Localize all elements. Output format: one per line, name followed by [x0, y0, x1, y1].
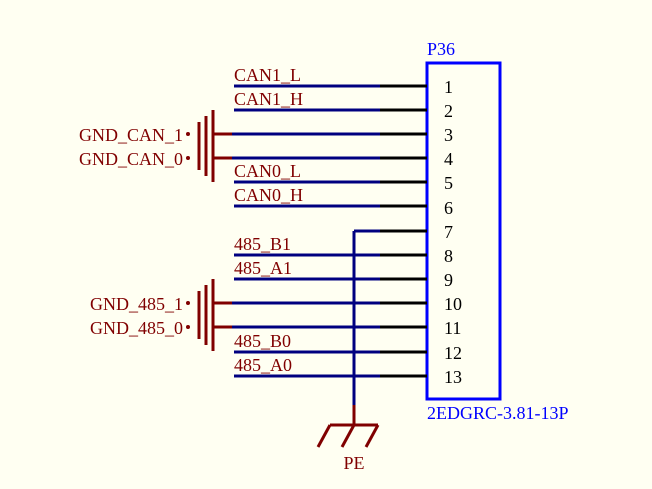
port-label-pe: PE [343, 453, 364, 473]
net-labels: CAN1_L CAN1_H CAN0_L CAN0_H 485_B1 485_A… [234, 65, 303, 375]
pin-number-7: 7 [444, 222, 453, 242]
net-label-can0-l: CAN0_L [234, 161, 301, 181]
pin-number-12: 12 [444, 343, 462, 363]
pin-number-11: 11 [444, 318, 461, 338]
gnd-can-0-dot [186, 156, 190, 160]
net-label-485-a1: 485_A1 [234, 258, 292, 278]
pin-number-2: 2 [444, 101, 453, 121]
port-label-gnd-485-1: GND_485_1 [90, 294, 183, 314]
pin-number-5: 5 [444, 173, 453, 193]
pe-earth-symbol [316, 405, 380, 448]
net-label-can1-h: CAN1_H [234, 89, 303, 109]
net-label-can0-h: CAN0_H [234, 185, 303, 205]
pin-number-6: 6 [444, 198, 453, 218]
pin-numbers: 1 2 3 4 5 6 7 8 9 10 11 12 13 [444, 77, 462, 387]
pin-number-8: 8 [444, 246, 453, 266]
gnd-485-labels: GND_485_1 GND_485_0 [90, 294, 183, 338]
connector-body[interactable] [425, 61, 502, 401]
gnd-can-0-symbol [197, 134, 232, 182]
net-label-485-b0: 485_B0 [234, 331, 291, 351]
pin-number-13: 13 [444, 367, 462, 387]
component-designator: P36 [427, 39, 455, 59]
net-label-can1-l: CAN1_L [234, 65, 301, 85]
gnd-485-1-symbol [197, 279, 232, 327]
pin-number-9: 9 [444, 270, 453, 290]
gnd-can-1-dot [186, 132, 190, 136]
port-label-gnd-485-0: GND_485_0 [90, 318, 183, 338]
pin-number-3: 3 [444, 125, 453, 145]
pin-number-1: 1 [444, 77, 453, 97]
gnd-485-1-dot [186, 301, 190, 305]
gnd-485-0-dot [186, 325, 190, 329]
wires [232, 84, 380, 405]
component-part-number: 2EDGRC-3.81-13P [427, 403, 569, 423]
gnd-can-labels: GND_CAN_1 GND_CAN_0 [79, 125, 183, 169]
pin-number-4: 4 [444, 149, 453, 169]
gnd-485-0-symbol [197, 303, 232, 351]
pin-stubs [380, 84, 427, 378]
net-label-485-a0: 485_A0 [234, 355, 292, 375]
port-label-gnd-can-1: GND_CAN_1 [79, 125, 183, 145]
net-label-485-b1: 485_B1 [234, 234, 291, 254]
gnd-can-1-symbol [197, 110, 232, 158]
pin-number-10: 10 [444, 294, 462, 314]
port-label-gnd-can-0: GND_CAN_0 [79, 149, 183, 169]
